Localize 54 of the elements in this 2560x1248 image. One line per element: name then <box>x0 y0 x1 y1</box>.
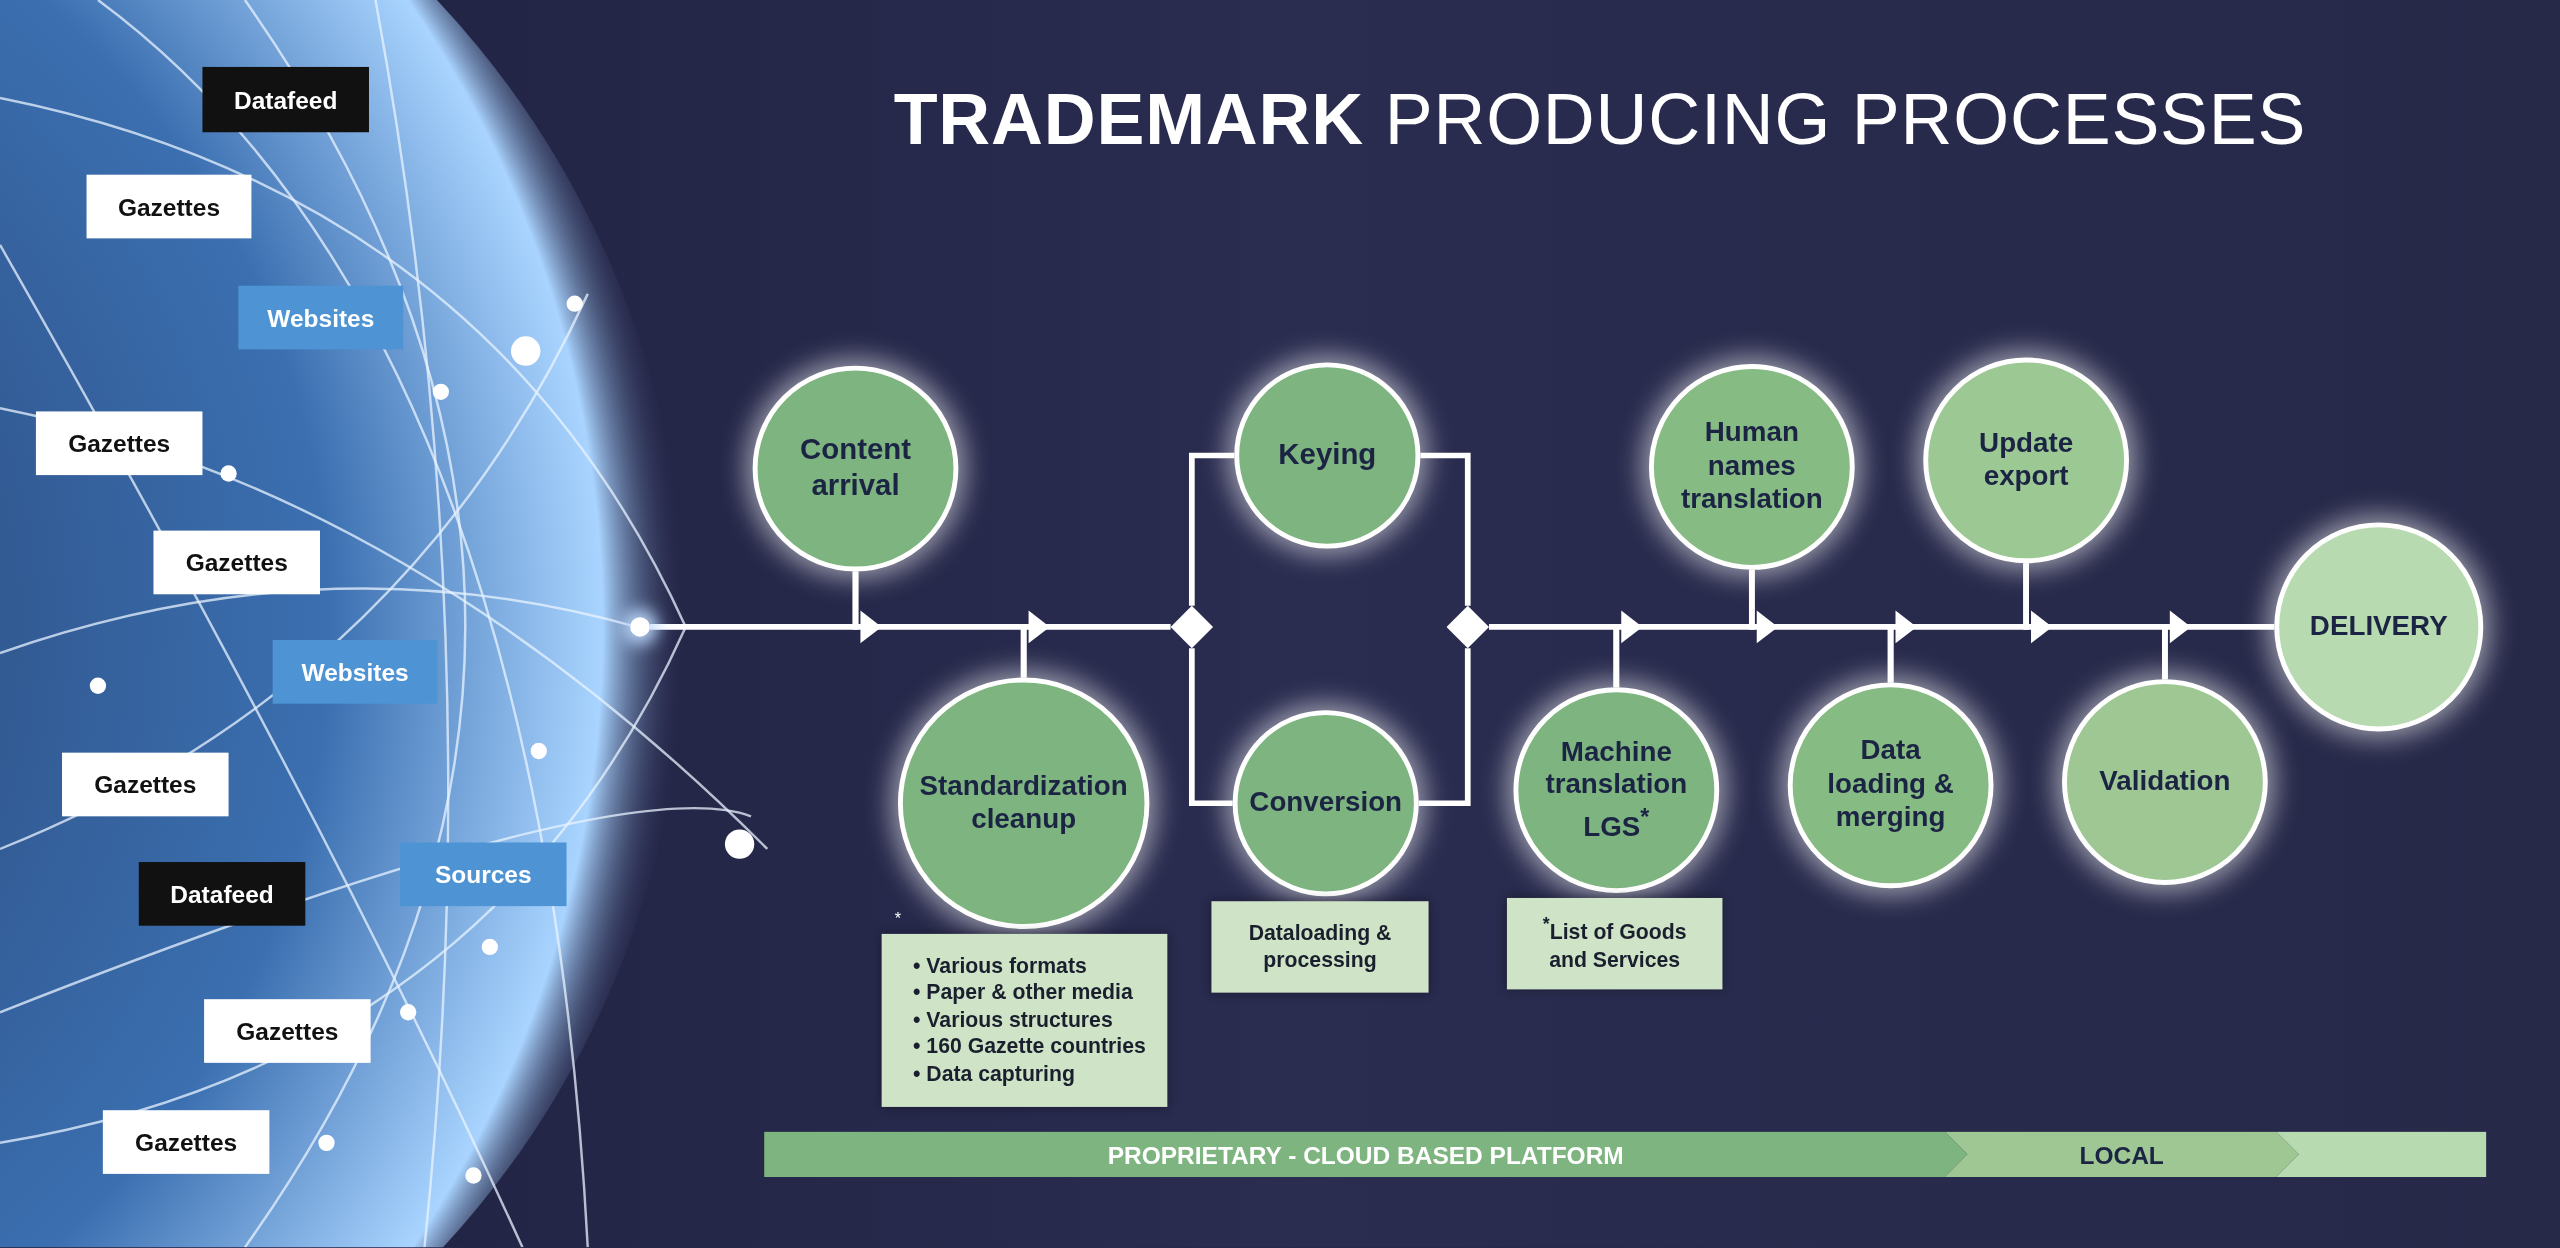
platform-band-segment: PROPRIETARY - CLOUD BASED PLATFORM <box>764 1131 1968 1178</box>
node-text: Dataloading & processing <box>1248 920 1392 972</box>
connector-line <box>1420 452 1471 606</box>
bullet-item: • 160 Gazette countries <box>913 1033 1146 1061</box>
node-text: Keying <box>1278 437 1377 471</box>
source-tag: Gazettes <box>102 1110 270 1174</box>
node-text: Update export <box>1979 427 2074 492</box>
process-circle <box>1234 362 1421 549</box>
process-circle <box>752 365 959 572</box>
footnote-mark: * <box>894 909 902 928</box>
node-text: $^{*}$List of Goods and Services <box>1542 919 1687 971</box>
node-text: Validation <box>2099 765 2231 797</box>
junction-diamond <box>1170 605 1214 649</box>
source-tag: Datafeed <box>202 66 369 133</box>
connector-line <box>1189 452 1235 606</box>
node-text: Standardization cleanup <box>919 769 1128 835</box>
node-text: Human names translation <box>1680 417 1823 515</box>
node-text: Machine translation LGS$^{*}$ <box>1545 736 1688 842</box>
source-tag: Websites <box>238 285 404 350</box>
bullet-item: • Data capturing <box>913 1060 1076 1088</box>
bullet-item: • Various formats <box>913 953 1088 980</box>
connector-line <box>1418 648 1471 807</box>
process-circle <box>897 677 1150 929</box>
platform-band-segment: LOCAL <box>1944 1131 2299 1178</box>
source-tag: Sources <box>400 842 567 907</box>
arrow <box>2162 610 2275 680</box>
bullet-item: • Various structures <box>913 1006 1114 1034</box>
source-tag: Websites <box>272 640 438 704</box>
process-circle <box>1787 682 1994 889</box>
node-text: Conversion <box>1249 786 1403 818</box>
junction-diamond <box>1446 605 1489 649</box>
note-card <box>881 933 1168 1107</box>
process-circle <box>1923 357 2129 564</box>
connector-line <box>1189 648 1233 807</box>
title: TRADEMARK PRODUCING PROCESSES <box>892 78 2308 160</box>
source-tag: Gazettes <box>62 752 229 817</box>
bullet-item: • Paper & other media <box>913 980 1134 1007</box>
node-text: DELIVERY <box>2309 610 2448 642</box>
note-card <box>1211 901 1429 993</box>
source-tag: Gazettes <box>204 999 371 1063</box>
process-circle <box>1232 710 1419 897</box>
node-text: Data loading & merging <box>1827 735 1954 833</box>
process-circle <box>2062 679 2268 885</box>
source-tag: Gazettes <box>153 530 320 595</box>
source-tag: Datafeed <box>138 862 306 926</box>
process-circle <box>1649 364 1855 570</box>
process-circle <box>1513 687 1720 894</box>
node-text: Content arrival <box>800 433 911 502</box>
source-tag: Gazettes <box>86 174 252 239</box>
platform-band-segment <box>2275 1131 2487 1178</box>
source-tag: Gazettes <box>35 411 203 476</box>
process-circle <box>2274 522 2484 732</box>
arrow <box>1020 610 1171 678</box>
note-card <box>1506 897 1723 990</box>
